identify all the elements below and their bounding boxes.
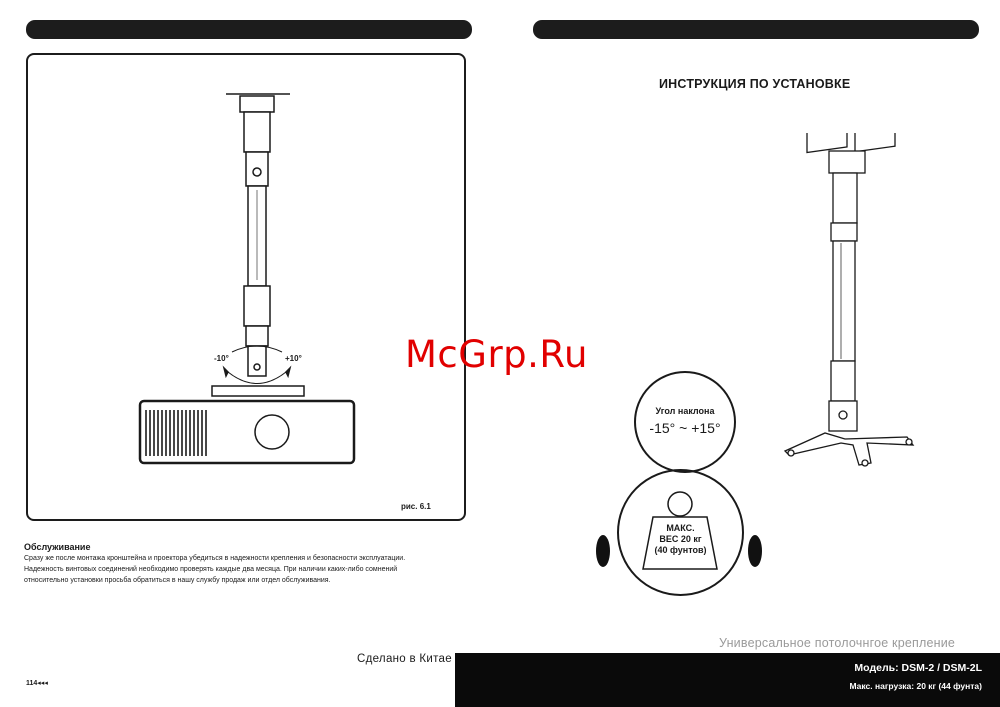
tilt-angle-label: Угол наклона [655, 406, 715, 416]
figure-frame [26, 53, 466, 521]
install-title: ИНСТРУКЦИЯ ПО УСТАНОВКЕ [659, 77, 851, 91]
tilt-angle-range: -15° ~ +15° [649, 420, 721, 436]
page-number-value: 114 [26, 680, 38, 687]
max-weight-line: ВЕС 20 кг [659, 534, 702, 544]
page-number: 114◂◂◂ [26, 680, 48, 687]
weight-icon [642, 491, 718, 570]
max-load-label: Макс. нагрузка: 20 кг (44 фунта) [849, 681, 982, 691]
left-ear-oval [596, 535, 610, 567]
maintenance-line: Сразу же после монтажа кронштейна и прое… [24, 555, 406, 562]
maintenance-text: Сразу же после монтажа кронштейна и прое… [24, 553, 464, 586]
tilt-minus-label: -10° [214, 354, 229, 363]
maintenance-title: Обслуживание [24, 542, 91, 552]
max-weight-text: МАКС. ВЕС 20 кг (40 фунтов) [619, 523, 742, 556]
max-weight-line: (40 фунтов) [654, 545, 707, 555]
right-ear-oval [748, 535, 762, 567]
tilt-angle-circle: Угол наклона -15° ~ +15° [634, 371, 736, 473]
made-in-label: Сделано в Китае [357, 653, 452, 665]
left-header-bar [26, 20, 472, 39]
right-header-bar [533, 20, 979, 39]
tilt-plus-label: +10° [285, 354, 302, 363]
watermark: McGrp.Ru [405, 333, 588, 376]
model-info-bar: Модель: DSM-2 / DSM-2L Макс. нагрузка: 2… [455, 653, 1000, 707]
max-weight-line: МАКС. [666, 523, 695, 533]
ceiling-mount-illustration [783, 133, 915, 467]
figure-caption: рис. 6.1 [401, 502, 431, 511]
model-label: Модель: DSM-2 / DSM-2L [854, 662, 982, 674]
maintenance-line: Надежность винтовых соединений необходим… [24, 566, 398, 573]
product-subtitle: Универсальное потолочнгое крепление [719, 636, 956, 650]
projector-mount-illustration [138, 93, 356, 465]
maintenance-line: относительно установки просьба обратитьс… [24, 577, 331, 584]
max-weight-circle: МАКС. ВЕС 20 кг (40 фунтов) [617, 469, 744, 596]
